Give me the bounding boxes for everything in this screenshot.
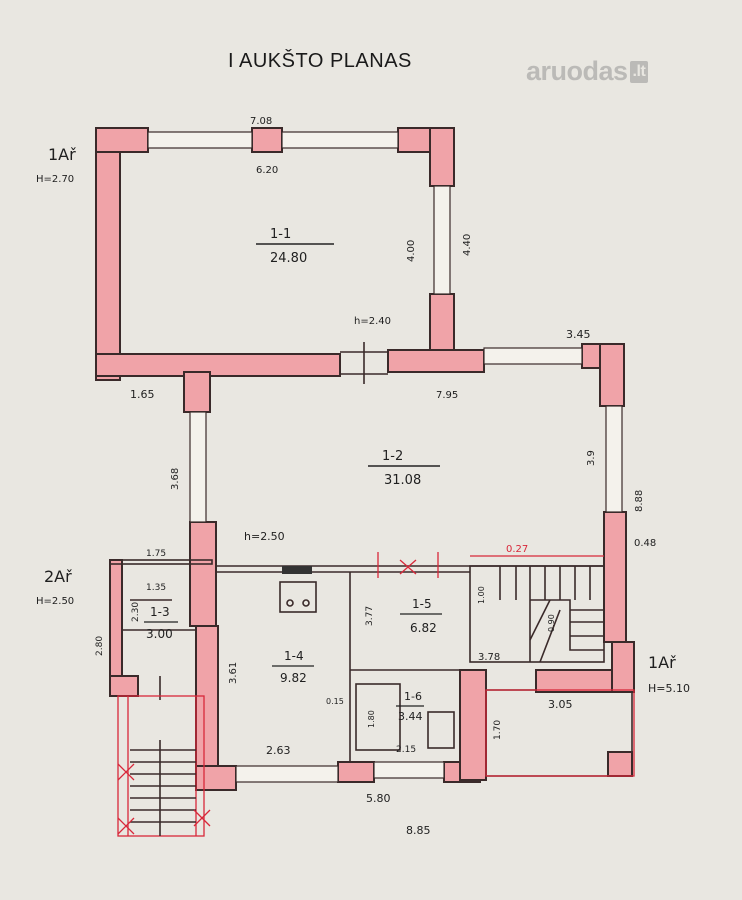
dim-378: 3.78 xyxy=(478,652,500,663)
note-2a-height: H=2.50 xyxy=(36,596,74,607)
room-1-4-area: 9.82 xyxy=(280,671,307,685)
dim-440: 4.40 xyxy=(462,234,473,256)
window-left-1-2 xyxy=(189,411,207,523)
window-bottom-1-4 xyxy=(235,765,339,783)
dim-215: 2.15 xyxy=(396,745,416,755)
room-1-6-id: 1-6 xyxy=(404,690,422,703)
dim-708: 7.08 xyxy=(250,116,272,127)
dim-280: 2.80 xyxy=(95,636,105,656)
window-right-1-2 xyxy=(605,405,623,513)
window-top xyxy=(147,131,253,149)
room-1-2-area: 31.08 xyxy=(384,473,421,488)
dim-305: 3.05 xyxy=(548,698,573,711)
dim-165: 1.65 xyxy=(130,388,155,401)
dim-135: 1.35 xyxy=(146,583,166,593)
dim-027: 0.27 xyxy=(506,544,528,555)
room-1-2-id: 1-2 xyxy=(382,449,403,464)
plan-title: I AUKŠTO PLANAS xyxy=(228,50,412,72)
window-right-1-1 xyxy=(433,185,451,295)
window-bottom-1-6 xyxy=(373,761,445,779)
dim-888: 8.88 xyxy=(634,490,645,512)
height-240: h=2.40 xyxy=(354,316,391,327)
labels: 1-1 24.80 1-2 31.08 1-3 3.00 1-4 9.82 1-… xyxy=(36,116,690,837)
dim-230: 2.30 xyxy=(131,602,141,622)
dim-885: 8.85 xyxy=(406,824,431,837)
note-2a: 2Ař xyxy=(44,567,72,586)
note-1a-right: 1Ař xyxy=(648,653,676,672)
staircase xyxy=(469,565,605,663)
window-top-right xyxy=(281,131,399,149)
room-1-3-area: 3.00 xyxy=(146,627,173,641)
dim-39: 3.9 xyxy=(586,450,597,466)
interior-lines xyxy=(109,559,633,777)
dim-345: 3.45 xyxy=(566,328,591,341)
dim-361: 3.61 xyxy=(228,662,239,684)
dim-368: 3.68 xyxy=(170,468,181,490)
note-1a: 1Ař xyxy=(48,145,76,164)
note-1a-right-height: H=5.10 xyxy=(648,682,690,695)
dim-100: 1.00 xyxy=(477,586,486,604)
exterior-steps xyxy=(117,552,635,837)
walls-room-1-1 xyxy=(95,127,485,413)
dim-175: 1.75 xyxy=(146,549,166,559)
dim-263: 2.63 xyxy=(266,744,291,757)
height-250: h=2.50 xyxy=(244,530,285,543)
dim-400: 4.00 xyxy=(406,240,417,262)
note-1a-height: H=2.70 xyxy=(36,174,74,185)
room-1-6-area: 3.44 xyxy=(398,710,423,723)
room-1-3-id: 1-3 xyxy=(150,605,170,619)
dim-795: 7.95 xyxy=(436,390,458,401)
door-1-1 xyxy=(340,342,388,384)
dim-620: 6.20 xyxy=(256,165,278,176)
room-1-5-area: 6.82 xyxy=(410,621,437,635)
dim-377: 3.77 xyxy=(365,606,375,626)
room-1-1-area: 24.80 xyxy=(270,251,307,266)
dim-048: 0.48 xyxy=(634,538,656,549)
room-1-4-id: 1-4 xyxy=(284,649,304,663)
dim-090: 0.90 xyxy=(547,614,556,632)
dim-015: 0.15 xyxy=(326,697,344,706)
room-1-5-id: 1-5 xyxy=(412,597,432,611)
window-top-1-2 xyxy=(483,347,583,365)
aruodas-logo: aruodas.lt xyxy=(526,56,649,87)
dim-580: 5.80 xyxy=(366,792,391,805)
dim-170: 1.70 xyxy=(493,720,503,740)
room-1-1-id: 1-1 xyxy=(270,227,291,242)
dim-180: 1.80 xyxy=(367,710,376,728)
walls-room-1-2 xyxy=(189,343,627,643)
walls-lower-block xyxy=(109,559,635,791)
